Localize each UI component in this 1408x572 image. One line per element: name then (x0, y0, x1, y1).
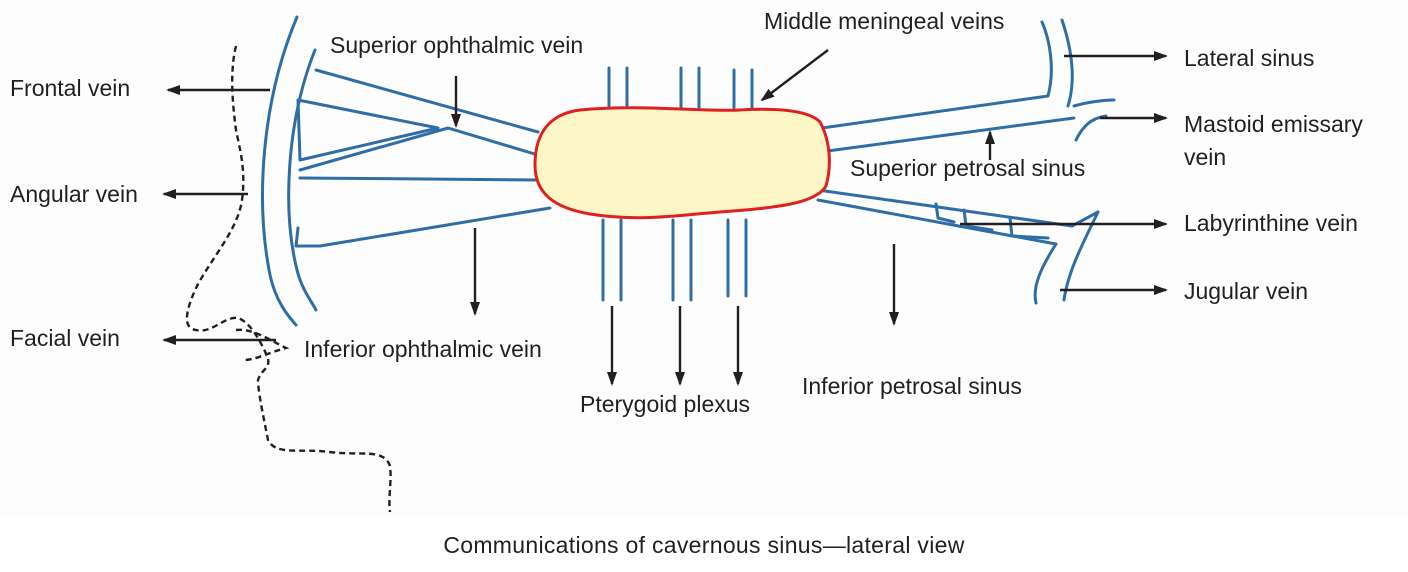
label-superior-petrosal-sinus: Superior petrosal sinus (850, 155, 1086, 181)
label-pterygoid-plexus: Pterygoid plexus (580, 391, 751, 417)
label-middle-meningeal-veins: Middle meningeal veins (764, 8, 1005, 34)
figure-caption: Communications of cavernous sinus—latera… (443, 532, 965, 558)
label-mastoid-emissary-vein-1: Mastoid emissary (1184, 111, 1363, 137)
face-profile (185, 45, 392, 513)
label-inferior-ophthalmic-vein: Inferior ophthalmic vein (304, 336, 542, 362)
facial-trunk-inner (287, 48, 318, 312)
inferior-ophthalmic-vein-upper (298, 176, 542, 182)
inferior-ophthalmic-vein-lower (294, 206, 552, 248)
superior-ophthalmic-vein-lower (298, 126, 540, 172)
label-lateral-sinus: Lateral sinus (1184, 45, 1315, 71)
label-superior-ophthalmic-vein: Superior ophthalmic vein (330, 32, 584, 58)
diagram-canvas (162, 15, 1168, 513)
diagram-svg (162, 15, 1168, 513)
inferior-petrosal-sinus-upper (816, 188, 1100, 228)
label-angular-vein: Angular vein (10, 181, 138, 207)
ophthalmic-loop (296, 98, 440, 162)
superior-petrosal-sinus-lower (818, 116, 1076, 154)
label-labyrinthine-vein: Labyrinthine vein (1184, 210, 1358, 236)
label-mastoid-emissary-vein-2: vein (1184, 144, 1227, 170)
superior-ophthalmic-vein-upper (314, 68, 540, 134)
facial-trunk-outer (261, 15, 299, 327)
label-inferior-petrosal-sinus: Inferior petrosal sinus (802, 373, 1022, 399)
label-facial-vein: Facial vein (10, 325, 120, 351)
cavernous-sinus (533, 106, 831, 220)
label-frontal-vein: Frontal vein (10, 75, 131, 101)
superior-petrosal-sinus-upper (806, 20, 1053, 132)
label-jugular-vein: Jugular vein (1184, 278, 1309, 304)
